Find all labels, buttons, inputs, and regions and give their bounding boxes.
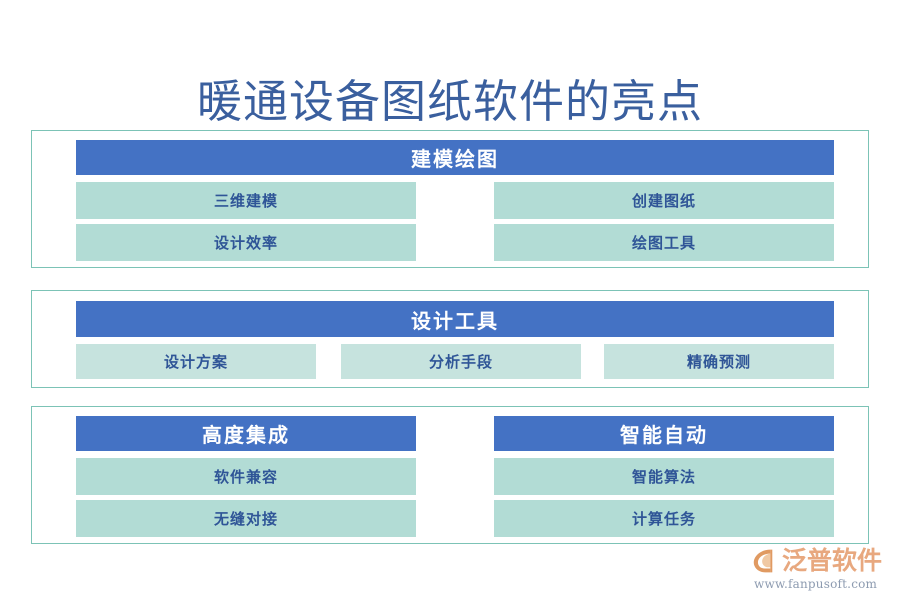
section-3-item-3[interactable]: 无缝对接 [76,500,416,537]
section-2-item-1[interactable]: 设计方案 [76,344,316,379]
logo-url: www.fanpusoft.com [754,577,878,591]
section-1-item-3[interactable]: 设计效率 [76,224,416,261]
section-1-header: 建模绘图 [76,140,834,175]
page-title: 暖通设备图纸软件的亮点 [196,75,703,128]
section-1-item-1[interactable]: 三维建模 [76,182,416,219]
section-design-tools: 设计工具 设计方案 分析手段 精确预测 [31,290,869,388]
section-3-item-1[interactable]: 软件兼容 [76,458,416,495]
section-2-header: 设计工具 [76,301,834,337]
brand-logo: 泛普软件 www.fanpusoft.com [752,546,892,592]
section-3-item-4[interactable]: 计算任务 [494,500,834,537]
section-2-item-2[interactable]: 分析手段 [341,344,581,379]
section-2-item-3[interactable]: 精确预测 [604,344,834,379]
fanpu-swoosh-icon [752,547,780,575]
section-3-header-left: 高度集成 [76,416,416,451]
logo-wordmark: 泛普软件 [782,546,883,575]
section-3-header-right: 智能自动 [494,416,834,451]
section-3-item-2[interactable]: 智能算法 [494,458,834,495]
section-1-item-4[interactable]: 绘图工具 [494,224,834,261]
section-modeling-drawing: 建模绘图 三维建模 创建图纸 设计效率 绘图工具 [31,130,869,268]
section-1-item-2[interactable]: 创建图纸 [494,182,834,219]
section-integration-automation: 高度集成 智能自动 软件兼容 智能算法 无缝对接 计算任务 [31,406,869,544]
